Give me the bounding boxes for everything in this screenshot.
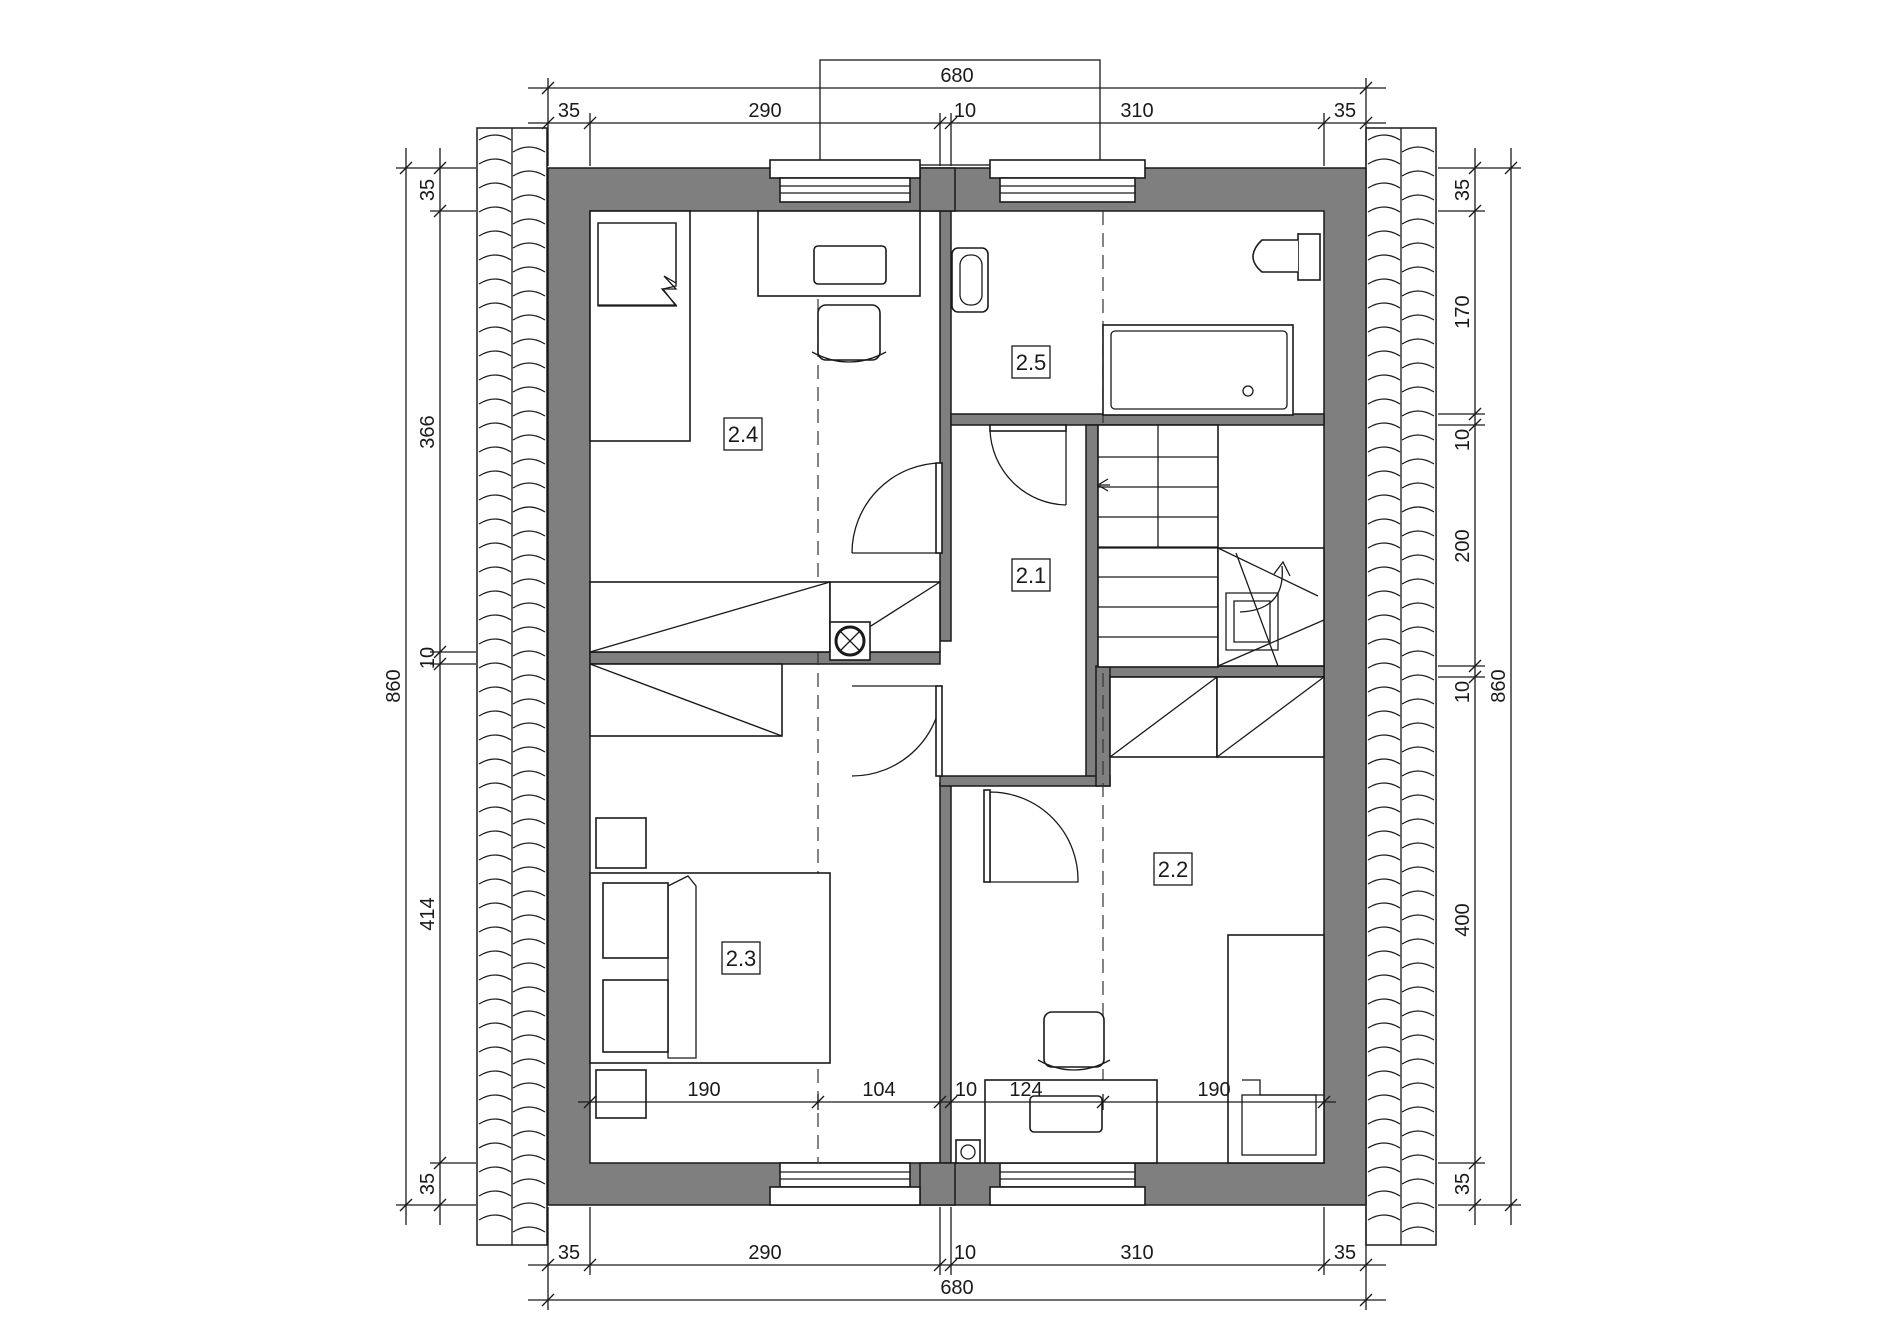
dimension-text-left: 860 35 366 10 414 35: [383, 179, 439, 1195]
svg-text:10: 10: [1452, 429, 1474, 451]
room-label-2-3: 2.3: [721, 941, 761, 975]
svg-text:35: 35: [1452, 179, 1474, 201]
svg-text:10: 10: [954, 1242, 976, 1264]
svg-text:860: 860: [1488, 669, 1510, 702]
dimension-text-top: 680 35 290 10 310 35: [558, 65, 1356, 122]
room-2-2-furniture: [955, 789, 1325, 1164]
svg-text:2.2: 2.2: [1158, 857, 1189, 882]
svg-text:310: 310: [1120, 1242, 1153, 1264]
svg-text:414: 414: [417, 897, 439, 930]
svg-text:35: 35: [417, 179, 439, 201]
stair-closets: [1109, 676, 1325, 758]
svg-text:2.3: 2.3: [726, 946, 757, 971]
roof-tiles-left: [476, 127, 548, 1246]
dimension-lines: [396, 78, 1521, 1310]
window-top-right: [989, 159, 1146, 203]
room-2-3-furniture: [589, 663, 943, 1119]
svg-text:200: 200: [1452, 529, 1474, 562]
svg-text:2.5: 2.5: [1016, 350, 1047, 375]
svg-text:400: 400: [1452, 903, 1474, 936]
svg-text:290: 290: [748, 1242, 781, 1264]
svg-text:35: 35: [558, 100, 580, 122]
staircase: [1096, 424, 1325, 668]
window-bottom-right: [989, 1162, 1146, 1206]
svg-text:35: 35: [1334, 1242, 1356, 1264]
roof-tiles-right: [1365, 127, 1437, 1246]
room-label-2-1: 2.1: [1011, 558, 1051, 592]
svg-text:680: 680: [940, 65, 973, 87]
window-bottom-left: [769, 1162, 921, 1206]
room-label-2-4: 2.4: [723, 417, 763, 451]
svg-text:10: 10: [417, 647, 439, 669]
svg-text:35: 35: [1334, 100, 1356, 122]
svg-text:10: 10: [954, 100, 976, 122]
svg-text:10: 10: [1452, 681, 1474, 703]
room-2-5-furniture: [951, 233, 1321, 506]
dimension-text-interior: 190 104 10 124 190: [687, 1079, 1230, 1101]
svg-text:366: 366: [417, 415, 439, 448]
room-2-4-furniture: [589, 210, 943, 661]
svg-text:35: 35: [558, 1242, 580, 1264]
room-label-2-5: 2.5: [1011, 345, 1051, 379]
svg-text:860: 860: [383, 669, 405, 702]
svg-text:2.4: 2.4: [728, 422, 759, 447]
dimension-ticks: [399, 81, 1518, 1307]
svg-text:10: 10: [955, 1079, 977, 1101]
svg-text:124: 124: [1009, 1079, 1042, 1101]
room-label-2-2: 2.2: [1153, 852, 1193, 886]
svg-text:290: 290: [748, 100, 781, 122]
svg-text:310: 310: [1120, 100, 1153, 122]
svg-text:35: 35: [1452, 1173, 1474, 1195]
svg-text:35: 35: [417, 1173, 439, 1195]
dimension-text-right: 35 170 10 200 10 400 35 860: [1452, 179, 1510, 1195]
room-labels: 2.4 2.5 2.1 2.2 2.3: [721, 345, 1193, 975]
svg-text:680: 680: [940, 1277, 973, 1299]
svg-text:104: 104: [862, 1079, 895, 1101]
dimension-text-bottom: 35 290 10 310 35 680: [558, 1242, 1356, 1299]
dormer-outline: [819, 59, 1101, 166]
window-top-left: [769, 159, 921, 203]
svg-text:170: 170: [1452, 295, 1474, 328]
svg-text:190: 190: [1197, 1079, 1230, 1101]
svg-text:190: 190: [687, 1079, 720, 1101]
svg-text:2.1: 2.1: [1016, 563, 1047, 588]
